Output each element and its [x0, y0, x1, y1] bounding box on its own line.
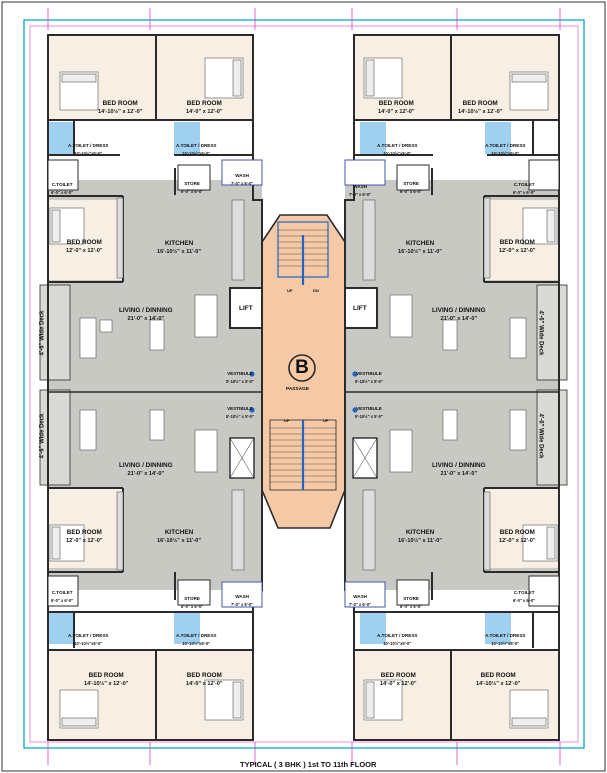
lift-right [344, 287, 378, 329]
passage-label: PASSAGE [286, 387, 310, 392]
lift-label-right: LIFT [353, 305, 367, 312]
lift-left [229, 287, 263, 329]
stair-core [229, 221, 378, 491]
lift-label-left: LIFT [239, 305, 253, 312]
deck-label-tl: 4'-6" Wide Deck [39, 310, 46, 356]
site-boundary [23, 19, 585, 749]
site-boundary-inner [29, 25, 579, 743]
deck-label-bl: 4'-6" Wide Deck [39, 413, 46, 459]
deck-label-tr: 4'-6" Wide Deck [537, 310, 544, 356]
stair-up-label-lower-right: UP [323, 418, 329, 423]
vestibule-markers [249, 371, 358, 413]
stair-up-label-lower: UP [284, 418, 290, 423]
deck-label-br: 4'-6" Wide Deck [537, 413, 544, 459]
stair-dn-label: DN [313, 288, 319, 293]
stair-up-label: UP [287, 288, 293, 293]
furniture [49, 57, 558, 729]
service-rooms [47, 159, 560, 608]
block-circle [288, 354, 316, 382]
drawing-title: TYPICAL ( 3 BHK ) 1st TO 11th FLOOR [240, 760, 377, 769]
block-letter: B [295, 357, 309, 378]
